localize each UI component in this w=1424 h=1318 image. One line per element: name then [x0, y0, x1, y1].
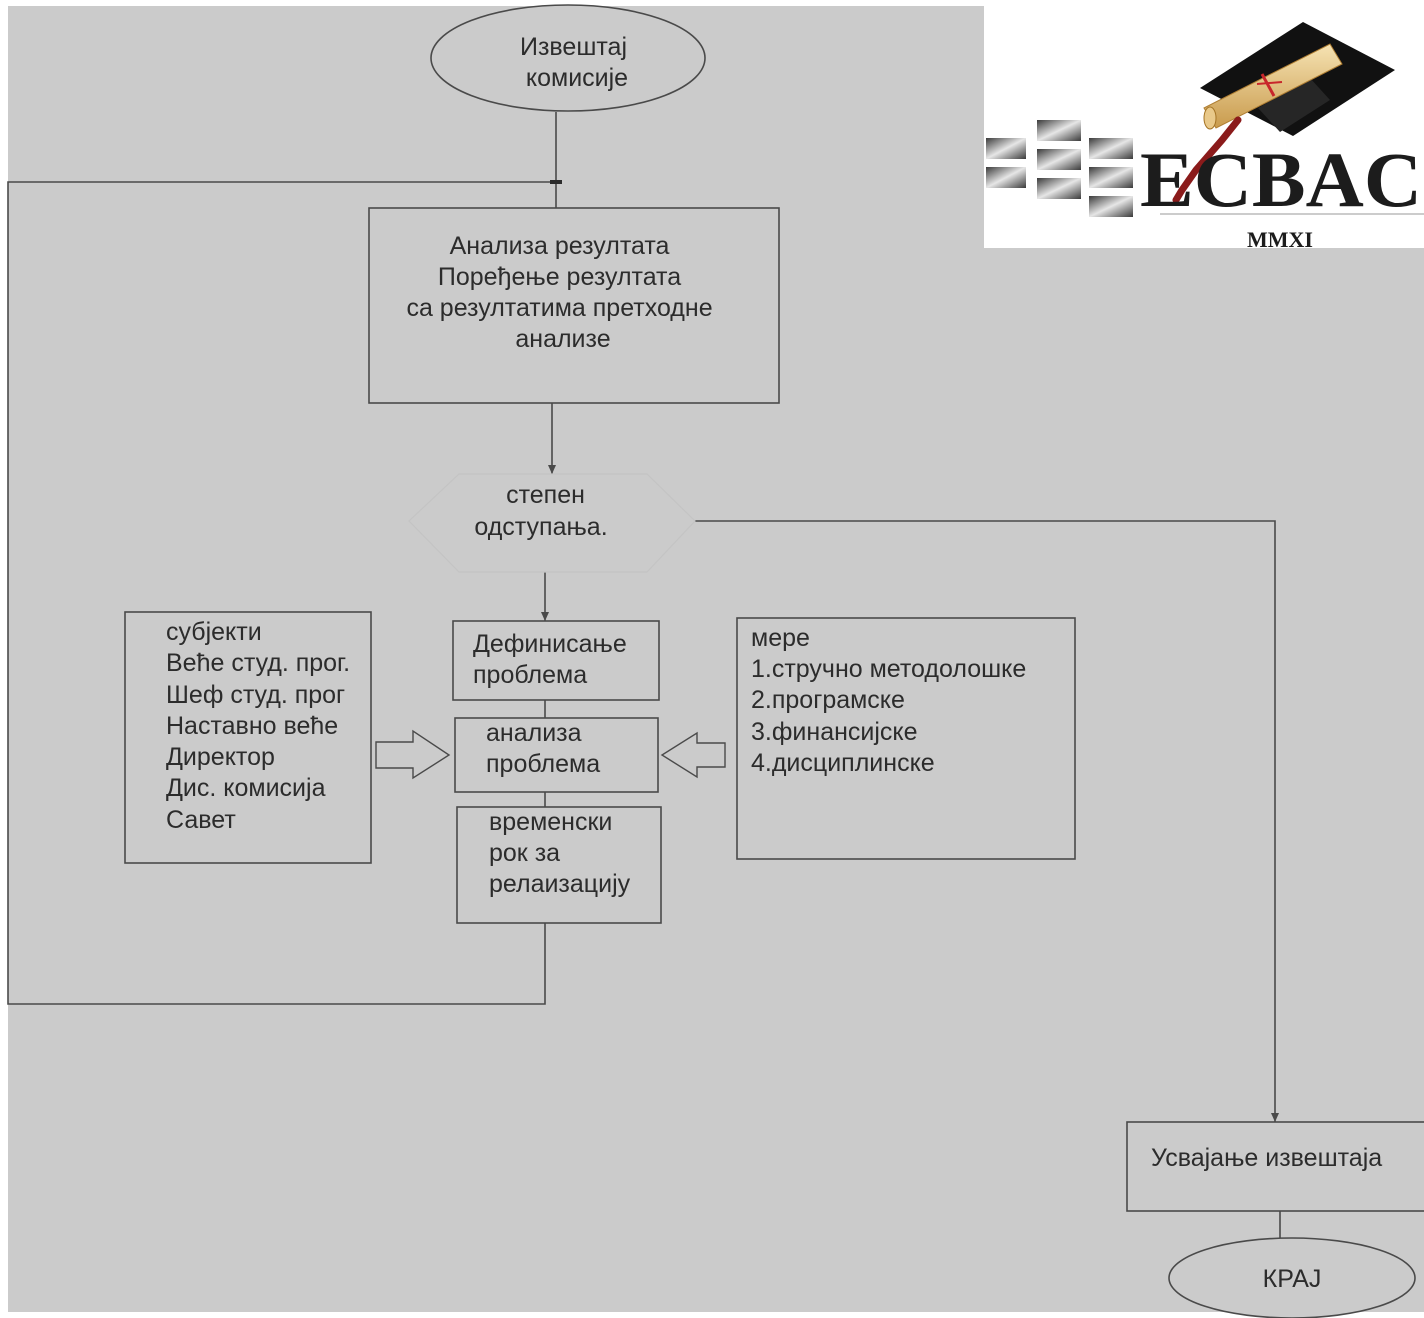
svg-text:анализа проблема: анализа проблема [486, 719, 600, 778]
measures-box: мере 1.стручно методолошке 2.програмске … [736, 617, 1076, 860]
end-node: КРАЈ [1168, 1237, 1416, 1318]
analyze-problem-node: анализа проблема [454, 717, 659, 793]
analysis-line-1: Анализа резултата [450, 232, 670, 260]
svg-text:КРАЈ: КРАЈ [1263, 1265, 1322, 1293]
measures-line-1: мере [751, 624, 810, 652]
logo-letters: ECBAC [1140, 136, 1422, 223]
define-line-1: Дефинисање [473, 630, 627, 658]
analysis-line-3: са резултатима претходне [406, 294, 712, 322]
decision-line-1: степен [506, 481, 585, 509]
deadline-node: временски рок за релаизацију [456, 806, 662, 924]
left-block-arrow-icon [660, 731, 726, 779]
connector-decision-to-adopt [695, 520, 1279, 1122]
svg-text:субјекти Веће студ. прог: субјекти Веће студ. прог. Шеф студ. прог… [166, 618, 357, 834]
adopt-report-node: Усвајање извештаја [1126, 1121, 1424, 1212]
measures-line-2: 1.стручно методолошке [751, 655, 1026, 683]
svg-text:временски рок за р: временски рок за релаизацију [489, 808, 631, 898]
end-label: КРАЈ [1263, 1265, 1322, 1293]
analyze-line-1: анализа [486, 719, 582, 747]
define-line-2: проблема [473, 661, 587, 689]
connector-feedback-loop [7, 181, 562, 1005]
deadline-line-3: релаизацију [489, 870, 631, 898]
subjects-line-7: Савет [166, 806, 236, 834]
svg-text:степен одступања.: степен одступања. [474, 481, 607, 541]
measures-line-4: 3.финансијске [751, 718, 918, 746]
subjects-line-1: субјекти [166, 618, 262, 646]
subjects-line-6: Дис. комисија [166, 774, 326, 802]
svg-text:Дефинисање проблема: Дефинисање проблема [473, 630, 634, 689]
subjects-line-4: Наставно веће [166, 712, 338, 740]
right-block-arrow-icon [375, 729, 451, 780]
subjects-line-5: Директор [166, 743, 275, 771]
analysis-line-4: анализе [515, 325, 610, 353]
measures-line-5: 4.дисциплинске [751, 749, 935, 777]
svg-text:Анализа резултата Поређе: Анализа резултата Поређење резултата са … [406, 232, 719, 353]
decision-line-2: одступања. [474, 513, 607, 541]
logo-squares-icon [986, 120, 1133, 217]
subjects-box: субјекти Веће студ. прог. Шеф студ. прог… [124, 611, 372, 864]
start-line-2: комисије [526, 64, 628, 92]
svg-text:Извештај комисије: Извештај комисије [520, 33, 634, 92]
analysis-line-2: Поређење резултата [438, 263, 681, 291]
svg-text:Усвајање извештаја: Усвајање извештаја [1151, 1144, 1382, 1172]
connectors [7, 112, 1281, 1238]
start-node: Извештај комисије [430, 4, 706, 112]
ecbac-logo: ECBAC MMXI [984, 0, 1424, 252]
decision-node: степен одступања. [408, 473, 696, 573]
subjects-line-2: Веће студ. прог. [166, 649, 350, 677]
logo-subtitle: MMXI [1247, 227, 1313, 252]
adopt-line-1: Усвајање извештаја [1151, 1144, 1382, 1172]
deadline-line-2: рок за [489, 839, 560, 867]
analysis-node: Анализа резултата Поређење резултата са … [368, 207, 780, 404]
svg-text:мере 1.стручно методолош: мере 1.стручно методолошке 2.програмске … [751, 624, 1033, 777]
junction-dot [550, 180, 562, 184]
subjects-line-3: Шеф студ. прог [166, 681, 345, 709]
deadline-line-1: временски [489, 808, 612, 836]
define-problem-node: Дефинисање проблема [452, 620, 660, 701]
analyze-line-2: проблема [486, 750, 600, 778]
measures-line-3: 2.програмске [751, 686, 905, 714]
start-line-1: Извештај [520, 33, 627, 61]
